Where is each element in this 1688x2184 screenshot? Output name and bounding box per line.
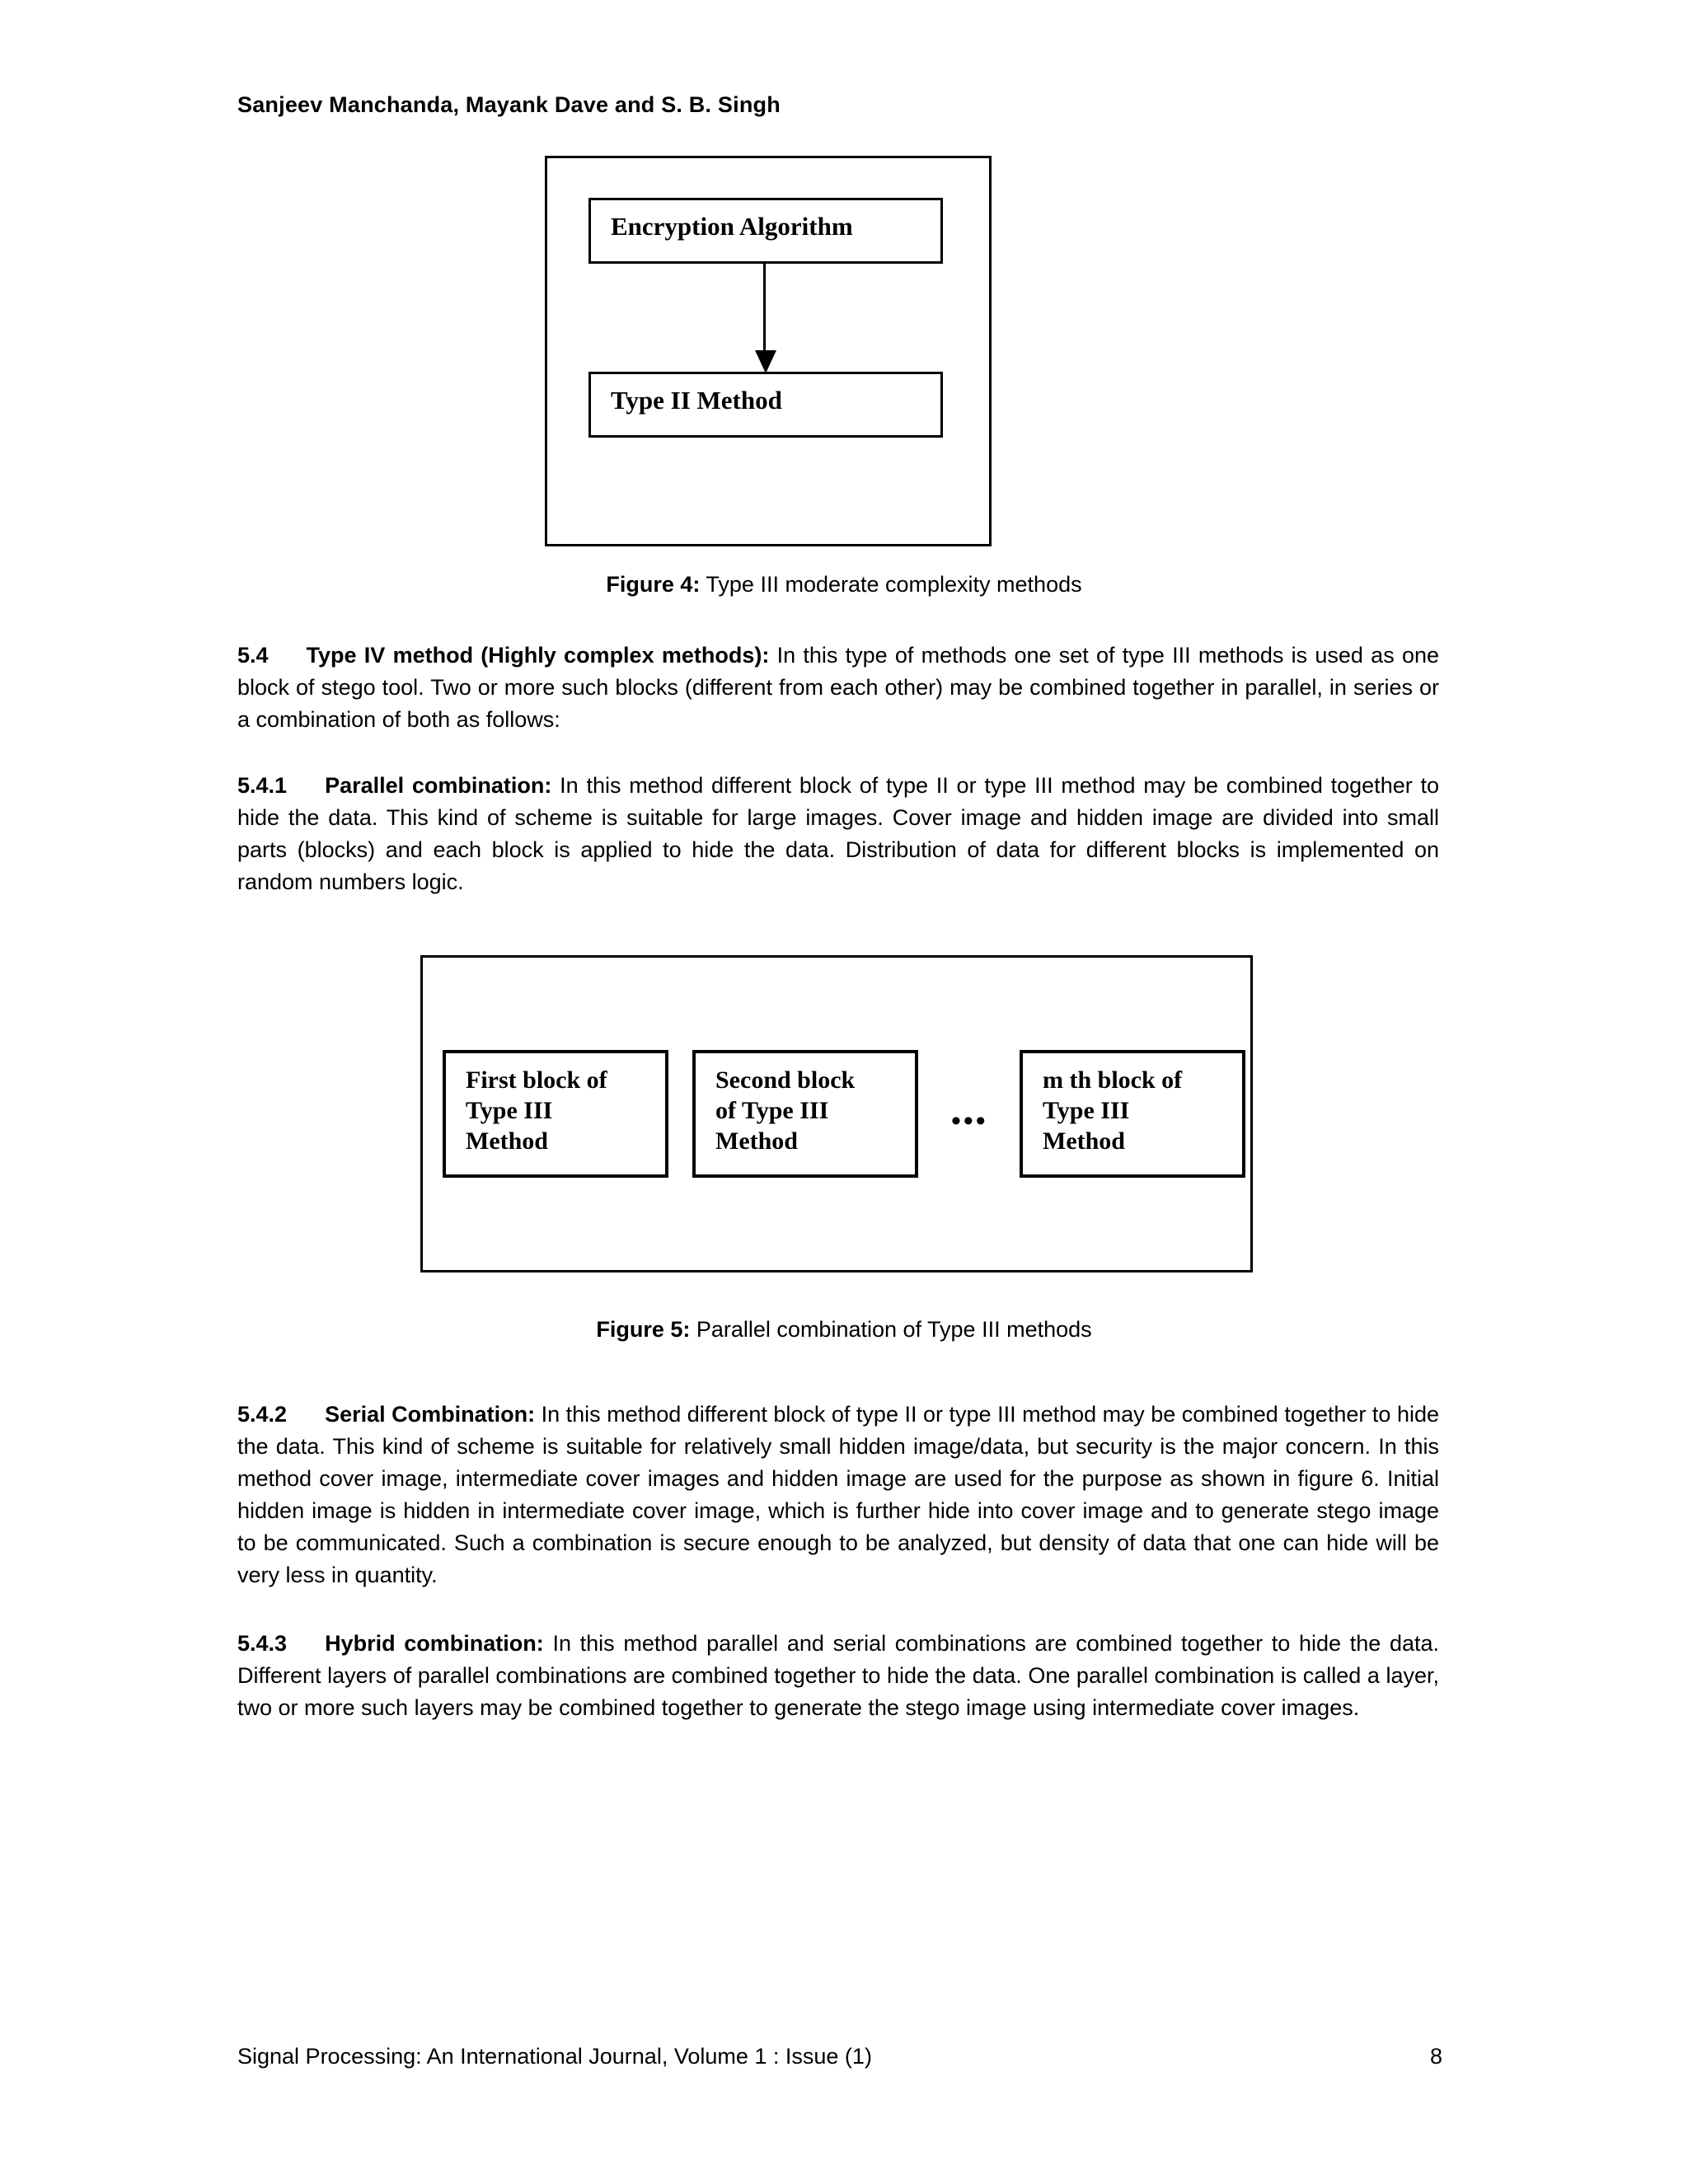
figure-4-box-type-ii-method: Type II Method [588,372,943,438]
section-5-4-3-title: Hybrid combination: [325,1631,544,1656]
figure-5-box-1-line-2: Type III [466,1097,553,1124]
footer-journal-info: Signal Processing: An International Jour… [237,2044,872,2069]
figure-4-box-2-label: Type II Method [611,386,782,415]
figure-5-box-2-line-3: Method [715,1127,798,1155]
section-5-4-title: Type IV method (Highly complex methods): [306,643,770,668]
figure-5-box-1-line-3: Method [466,1127,548,1155]
figure-4-box-encryption-algorithm: Encryption Algorithm [588,198,943,264]
figure-5-box-1-line-1: First block of [466,1066,607,1094]
section-5-4-3-number: 5.4.3 [237,1631,288,1656]
figure-5-caption: Figure 5: Parallel combination of Type I… [0,1317,1688,1343]
figure-5-box-first-block: First block of Type III Method [443,1050,668,1178]
figure-5-box-3-line-1: m th block of [1043,1066,1183,1094]
figure-4-caption: Figure 4: Type III moderate complexity m… [0,572,1688,598]
figure-4-diagram: Encryption Algorithm Type II Method [545,156,992,546]
figure-4-caption-label: Figure 4: [606,572,701,597]
figure-4-caption-text: Type III moderate complexity methods [700,572,1082,597]
section-5-4-3-body: In this method parallel and serial combi… [237,1631,1439,1720]
figure-5-box-3-line-2: Type III [1043,1097,1130,1124]
section-5-4-1-title: Parallel combination: [325,773,552,798]
figure-5-box-2-line-2: of Type III [715,1097,829,1124]
running-header-authors: Sanjeev Manchanda, Mayank Dave and S. B.… [237,92,781,117]
down-arrow-head-icon [755,350,776,373]
down-arrow-line-icon [763,264,766,357]
section-5-4-2-title: Serial Combination: [325,1402,536,1427]
figure-5-caption-text: Parallel combination of Type III methods [690,1317,1092,1342]
section-5-4-1-body: In this method different block of type I… [237,773,1439,894]
figure-5-box-2-line-1: Second block [715,1066,856,1094]
figure-5-caption-label: Figure 5: [596,1317,691,1342]
section-5-4-body: In this type of methods one set of type … [237,643,1439,732]
figure-5-box-mth-block: m th block of Type III Method [1020,1050,1245,1178]
section-5-4-number: 5.4 [237,643,269,668]
figure-4-outer-container [545,156,992,546]
section-5-4-1-paragraph: 5.4.1 Parallel combination: In this metho… [237,770,1439,898]
figure-5-box-3-line-3: Method [1043,1127,1125,1155]
section-5-4-1-number: 5.4.1 [237,773,288,798]
section-5-4-2-number: 5.4.2 [237,1402,288,1427]
section-5-4-paragraph: 5.4 Type IV method (Highly complex method… [237,640,1439,736]
figure-5-diagram: First block of Type III Method Second bl… [420,955,1253,1272]
section-5-4-3-paragraph: 5.4.3 Hybrid combination: In this method … [237,1628,1439,1724]
figure-5-box-second-block: Second block of Type III Method [692,1050,918,1178]
section-5-4-2-paragraph: 5.4.2 Serial Combination: In this method … [237,1399,1439,1591]
section-5-4-2-body: In this method different block of type I… [237,1402,1440,1587]
footer-page-number: 8 [1429,2044,1442,2069]
figure-4-box-1-label: Encryption Algorithm [611,212,853,241]
figure-5-outer-container [420,955,1253,1272]
horizontal-ellipsis-icon: ••• [951,1106,988,1137]
